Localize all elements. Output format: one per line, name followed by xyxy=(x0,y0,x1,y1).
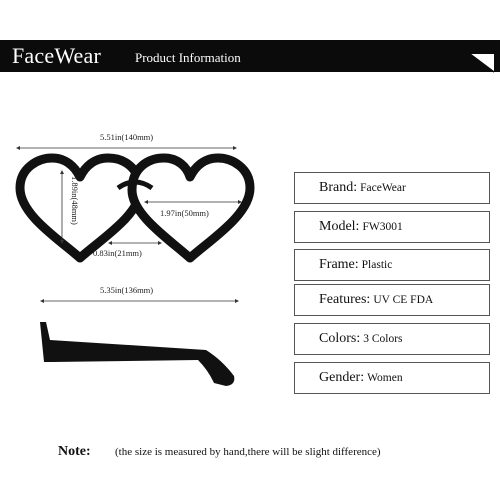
corner-arrow-icon xyxy=(469,53,495,73)
spec-value: Plastic xyxy=(361,259,393,271)
spec-key: Model: xyxy=(319,219,360,234)
note-text: (the size is measured by hand,there will… xyxy=(115,446,381,458)
spec-value: 3 Colors xyxy=(363,333,403,345)
spec-value: FaceWear xyxy=(360,182,406,194)
brand-title: FaceWear xyxy=(12,43,101,68)
spec-key: Gender: xyxy=(319,370,365,385)
spec-row-frame: Frame:Plastic xyxy=(294,249,490,281)
spec-value: UV CE FDA xyxy=(373,294,434,306)
temple-span-label: 5.35in(136mm) xyxy=(100,285,153,295)
spec-row-colors: Colors:3 Colors xyxy=(294,323,490,355)
lens-width-label: 1.97in(50mm) xyxy=(160,208,209,218)
lens-height-label: 1.89in(48mm) xyxy=(70,176,80,225)
bridge xyxy=(116,179,154,191)
spec-value: FW3001 xyxy=(362,221,403,233)
temple-arm xyxy=(40,322,235,386)
spec-value: Women xyxy=(367,372,403,384)
note-label: Note: xyxy=(58,444,91,459)
banner-subtitle: Product Information xyxy=(135,50,241,65)
spec-key: Colors: xyxy=(319,331,361,346)
header-banner xyxy=(0,40,500,72)
spec-row-model: Model:FW3001 xyxy=(294,211,490,243)
spec-row-features: Features:UV CE FDA xyxy=(294,284,490,316)
spec-key: Features: xyxy=(319,292,371,307)
spec-row-brand: Brand:FaceWear xyxy=(294,172,490,204)
spec-key: Frame: xyxy=(319,257,359,272)
right-lens xyxy=(127,153,255,263)
spec-row-gender: Gender:Women xyxy=(294,362,490,394)
bridge-label: 0.83in(21mm) xyxy=(93,248,142,258)
spec-key: Brand: xyxy=(319,180,358,195)
total-width-label: 5.51in(140mm) xyxy=(100,132,153,142)
